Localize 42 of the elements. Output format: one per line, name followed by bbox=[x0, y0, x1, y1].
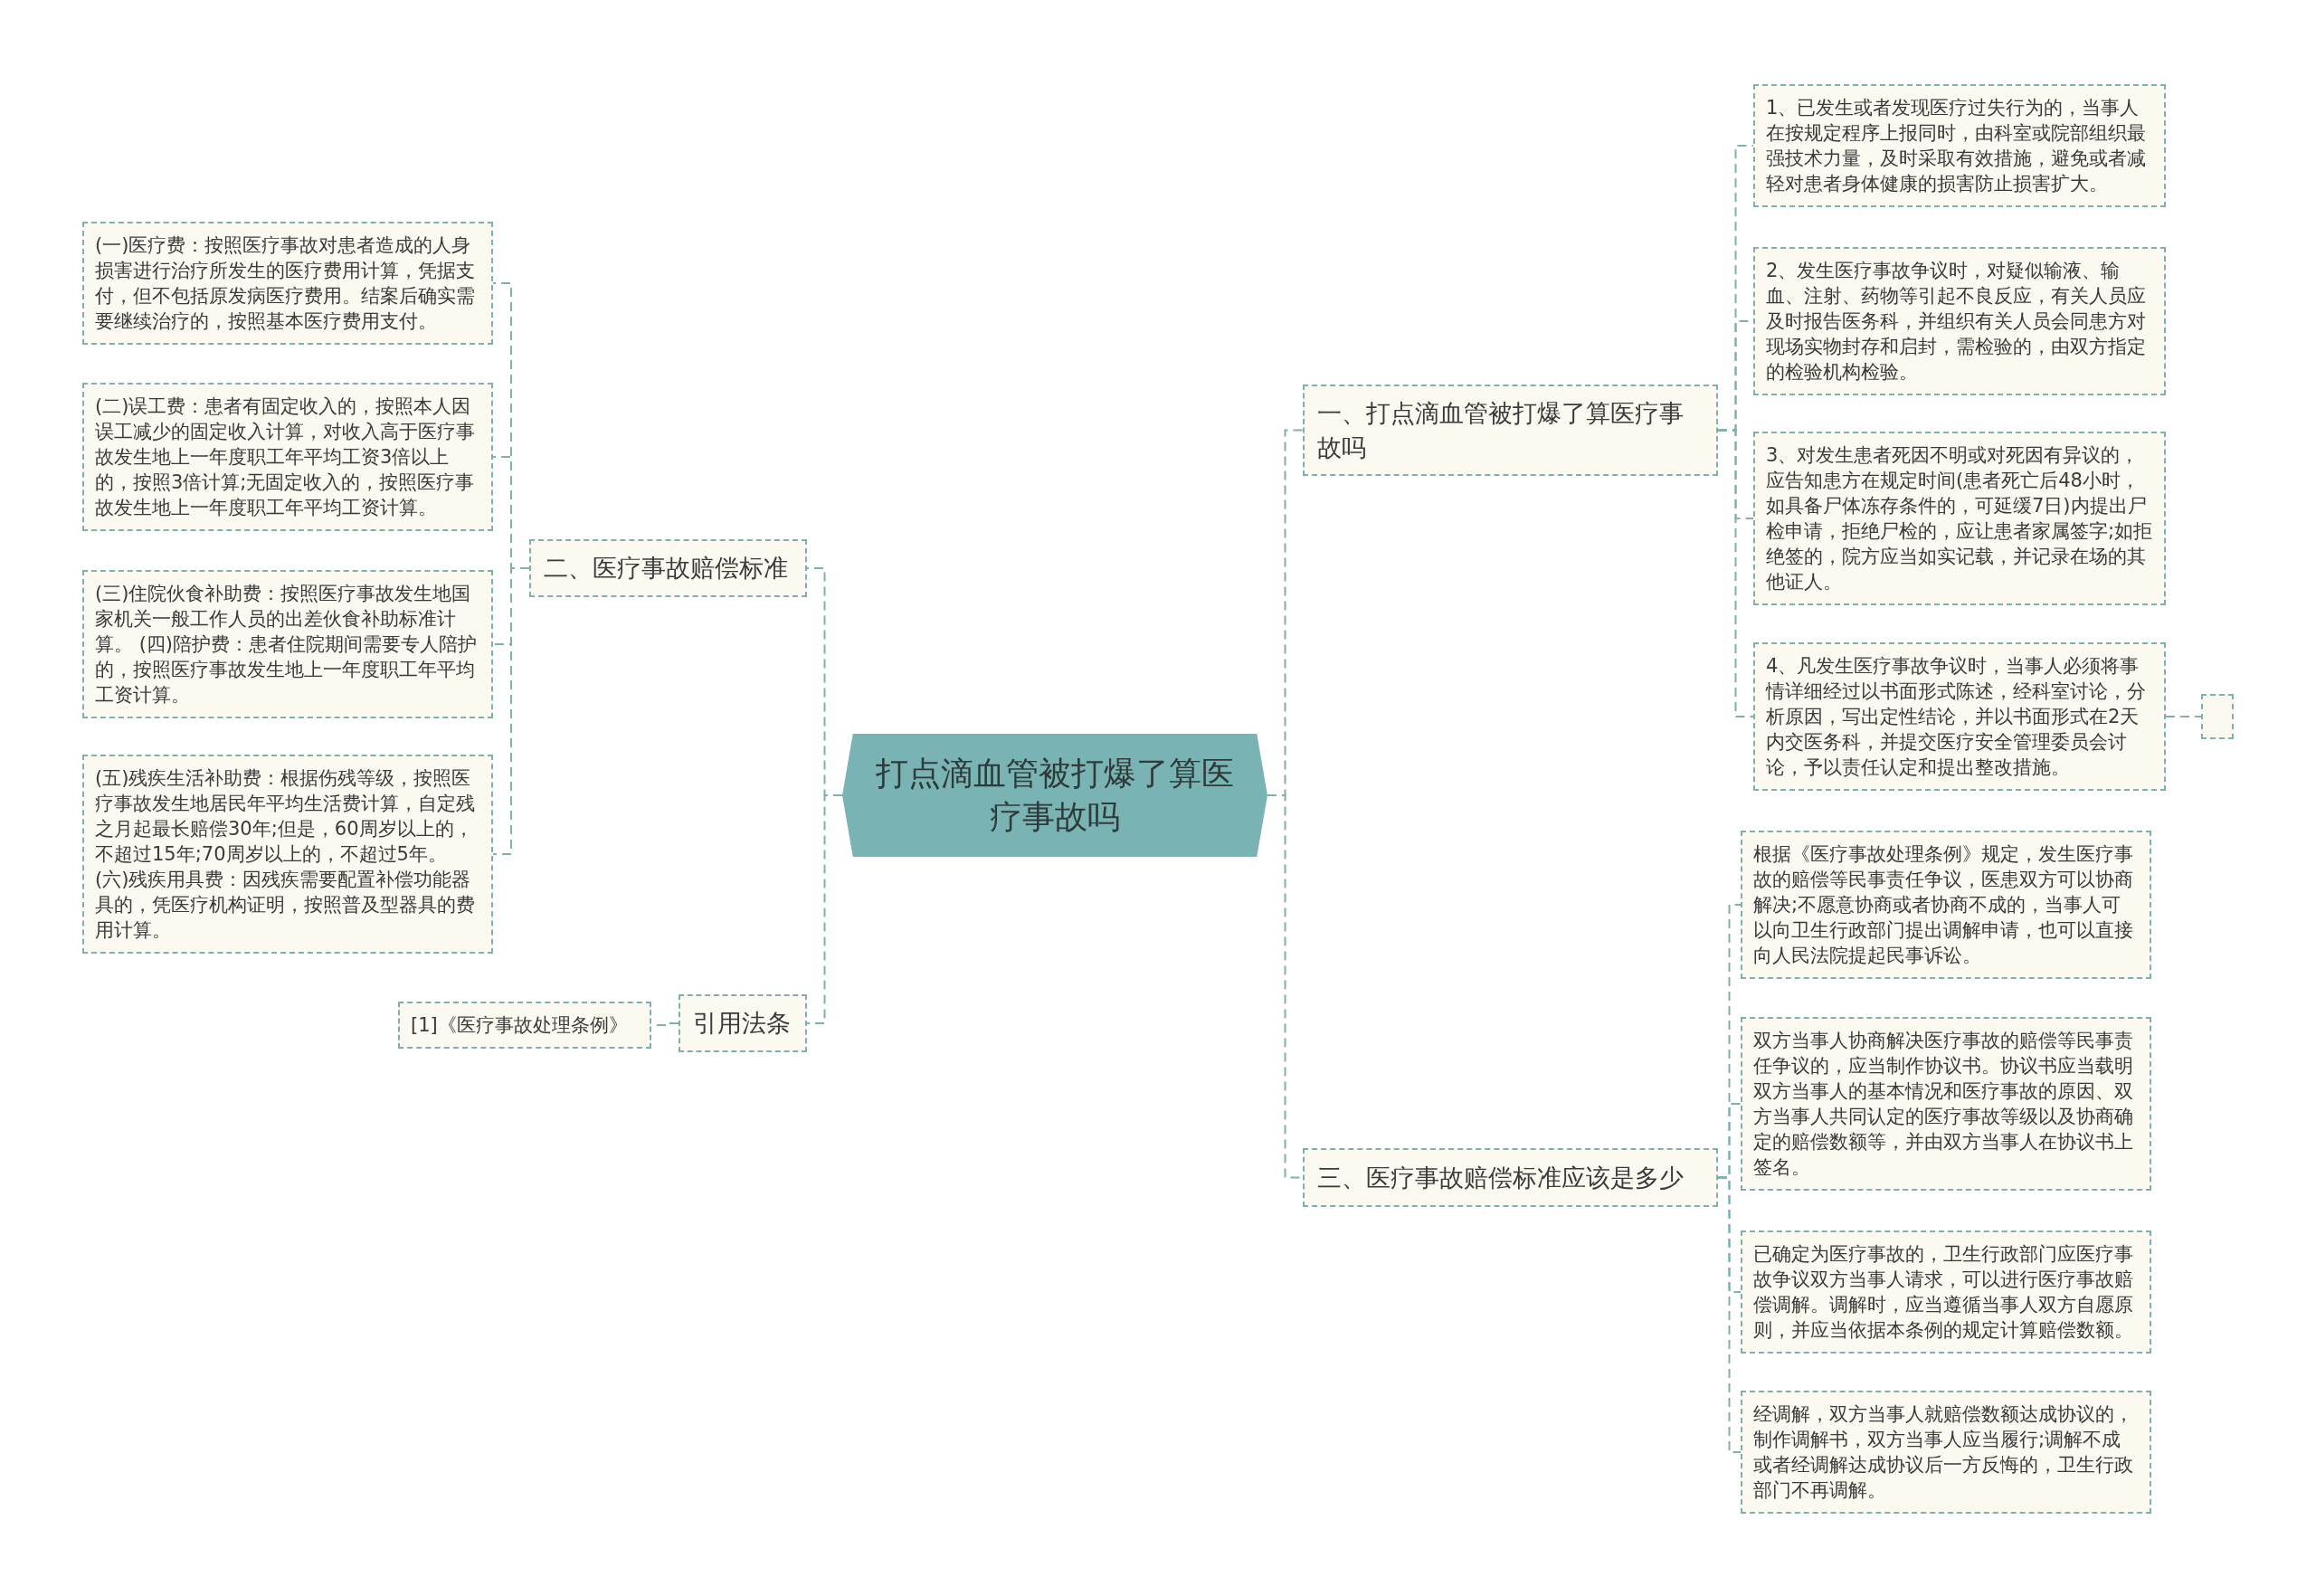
note-text: (二)误工费：患者有固定收入的，按照本人因误工减少的固定收入计算，对收入高于医疗事故发生地上一年度职工年平均工资3倍以上的，按照3倍计算;无固定收入的，按照医疗事故发生地上一年度职工年平均工资计算。 bbox=[95, 394, 476, 520]
note-text: 2、发生医疗事故争议时，对疑似输液、输血、注射、药物等引起不良反应，有关人员应及时报告医务科，并组织有关人员会同患方对现场实物封存和启封，需检验的，由双方指定的检验机构检验。 bbox=[1766, 259, 2147, 385]
branch-topic-text: 三、医疗事故赔偿标准应该是多少 bbox=[1317, 1162, 1684, 1193]
note-box bbox=[82, 383, 493, 531]
connector-line bbox=[806, 794, 843, 1024]
note-box bbox=[1741, 1391, 2151, 1514]
note-text: 3、对发生患者死因不明或对死因有异议的，应告知患方在规定时间(患者死亡后48小时，如具备尸体冻存条件的，可延缓7日)内提出尸检申请，拒绝尸检的，应让患者家属签字;如拒绝签的，院方应当如实记载，并记录在场的其他证人。 bbox=[1766, 443, 2153, 594]
branch-topic bbox=[679, 994, 807, 1052]
note-text: 经调解，双方当事人就赔偿数额达成协议的，制作调解书，双方当事人应当履行;调解不成或者经调解达成协议后一方反悔的，卫生行政部门不再调解。 bbox=[1753, 1402, 2134, 1503]
branch-topic bbox=[1303, 385, 1718, 476]
connector-line bbox=[492, 567, 530, 855]
note-text: 1、已发生或者发现医疗过失行为的，当事人在按规定程序上报同时，由科室或院部组织最强技术力量，及时采取有效措施，避免或者减轻对患者身体健康的损害防止损害扩大。 bbox=[1766, 96, 2147, 196]
branch-topic bbox=[1303, 1148, 1718, 1207]
connector-line bbox=[2165, 716, 2202, 717]
note-box bbox=[1741, 831, 2151, 979]
note-text: 4、凡发生医疗事故争议时，当事人必须将事情详细经过以书面形式陈述，经科室讨论，分析原因，写出定性结论，并以书面形式在2天内交医务科，并提交医疗安全管理委员会讨论，予以责任认定和提出整改措施。 bbox=[1766, 654, 2147, 780]
note-box bbox=[1753, 84, 2166, 207]
central-topic-text: 打点滴血管被打爆了算医疗事故吗 bbox=[875, 754, 1235, 837]
central-topic bbox=[842, 734, 1267, 857]
note-box bbox=[82, 570, 493, 718]
note-text: 已确定为医疗事故的，卫生行政部门应医疗事故争议双方当事人请求，可以进行医疗事故赔偿调解。调解时，应当遵循当事人双方自愿原则，并应当依据本条例的规定计算赔偿数额。 bbox=[1753, 1242, 2134, 1343]
note-box bbox=[82, 755, 493, 954]
note-text: (三)住院伙食补助费：按照医疗事故发生地国家机关一般工作人员的出差伙食补助标准计算。 (四)陪护费：患者住院期间需要专人陪护的，按照医疗事故发生地上一年度职工年平均工资计算。 bbox=[95, 582, 479, 708]
note-text: 根据《医疗事故处理条例》规定，发生医疗事故的赔偿等民事责任争议，医患双方可以协商解决;不愿意协商或者协商不成的，当事人可以向卫生行政部门提出调解申请，也可以直接向人民法院提起民事诉讼。 bbox=[1753, 842, 2134, 968]
note-text: [1]《医疗事故处理条例》 bbox=[411, 1013, 628, 1038]
note-box bbox=[398, 1002, 651, 1049]
branch-topic-text: 二、医疗事故赔偿标准 bbox=[544, 553, 788, 584]
note-box bbox=[1741, 1017, 2151, 1191]
empty-box bbox=[2201, 694, 2234, 739]
branch-topic bbox=[529, 539, 807, 597]
note-text: (一)医疗费：按照医疗事故对患者造成的人身损害进行治疗所发生的医疗费用计算，凭据支付，但不包括原发病医疗费用。结案后确实需要继续治疗的，按照基本医疗费用支付。 bbox=[95, 233, 476, 334]
connector-line bbox=[1717, 429, 1754, 717]
note-text: (五)残疾生活补助费：根据伤残等级，按照医疗事故发生地居民年平均生活费计算，自定残之月起最长赔偿30年;但是，60周岁以上的，不超过15年;70周岁以上的，不超过5年。 (六)残疾用具费：因残疾需要配置补偿功能器具的，凭医疗机构证明，按照普及型器具的费用计算。 bbox=[95, 766, 476, 943]
branch-topic-text: 一、打点滴血管被打爆了算医疗事故吗 bbox=[1317, 397, 1685, 463]
note-box bbox=[82, 222, 493, 345]
note-box bbox=[1753, 432, 2166, 605]
note-box bbox=[1741, 1230, 2151, 1354]
connector-line bbox=[1717, 1176, 1742, 1453]
note-box bbox=[1753, 247, 2166, 395]
note-box bbox=[1753, 642, 2166, 791]
branch-topic-text: 引用法条 bbox=[693, 1008, 791, 1039]
note-text: 双方当事人协商解决医疗事故的赔偿等民事责任争议的，应当制作协议书。协议书应当载明双方当事人的基本情况和医疗事故的原因、双方当事人共同认定的医疗事故等级以及协商确定的赔偿数额等，并由双方当事人在协议书上签名。 bbox=[1753, 1029, 2134, 1180]
